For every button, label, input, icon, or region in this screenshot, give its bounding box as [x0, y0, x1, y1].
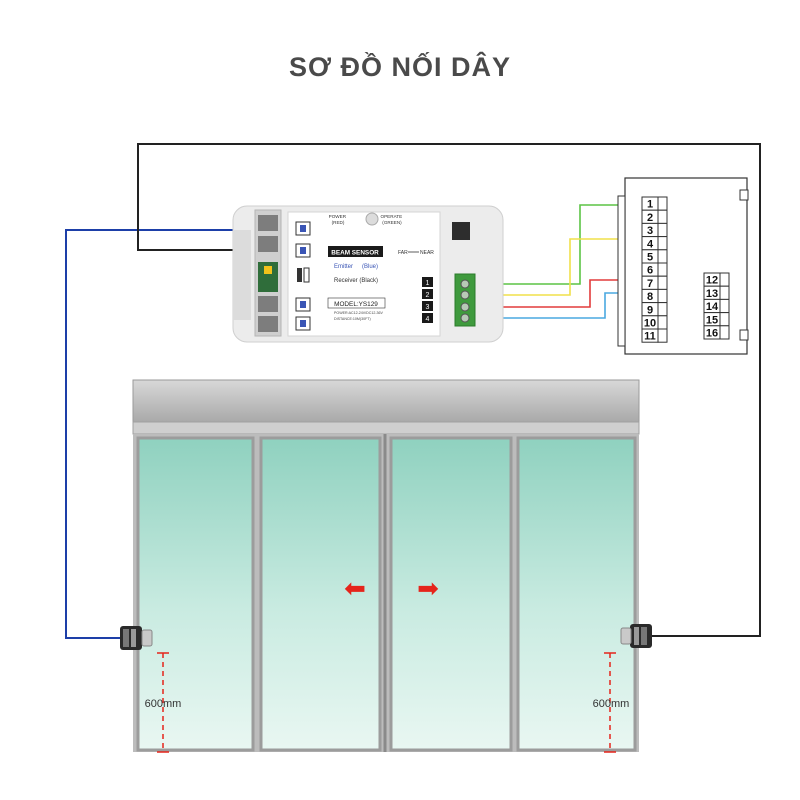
door-track	[132, 421, 640, 435]
terminal-screw-13	[719, 285, 730, 300]
terminal-screw-4	[657, 236, 668, 251]
arrow-right-icon: ➡	[417, 573, 439, 603]
model-badge	[327, 297, 386, 309]
sliding-door	[132, 379, 640, 752]
terminal-number-14: 14	[706, 301, 719, 313]
power-label: POWER (RED)	[329, 214, 348, 225]
sensor-controller	[232, 205, 504, 343]
terminal-screw-11	[657, 328, 668, 343]
output-label-4: 4	[426, 316, 430, 323]
terminal-screw-9	[657, 302, 668, 317]
terminal-screw-14	[719, 298, 730, 314]
receiver-head-icon	[620, 624, 652, 648]
terminal-screw-5	[657, 249, 668, 264]
terminal-screw-7	[657, 275, 668, 290]
operate-label: OPERATE (GREEN)	[381, 214, 404, 225]
height-marker-right	[604, 652, 616, 753]
port-icon-emitter-1	[295, 221, 311, 236]
power-label-line: POWER	[329, 214, 347, 219]
output-terminal-labels: 1 2 3 4	[422, 277, 433, 323]
terminal-screw-8	[657, 288, 668, 304]
terminal-screw-16	[719, 325, 730, 340]
terminal-number-3: 3	[647, 225, 653, 237]
terminal-screw-10	[657, 315, 668, 330]
terminal-connector	[454, 273, 476, 327]
terminal-screw-1	[657, 196, 668, 211]
far-label: FAR	[398, 250, 408, 256]
dip-switch-icon	[452, 222, 470, 240]
terminal-screw-6	[657, 262, 668, 277]
terminal-number-11: 11	[644, 331, 656, 343]
receiver-label: Receiver (Black)	[334, 278, 378, 284]
terminal-number-8: 8	[647, 291, 653, 303]
terminal-number-1: 1	[647, 199, 653, 211]
fixed-panel-left	[136, 436, 255, 752]
power-led-icon	[365, 212, 379, 226]
arrow-left-icon: ⬅	[344, 573, 366, 603]
operate-label-line2: (GREEN)	[382, 220, 402, 225]
sliding-panel-left	[259, 436, 382, 752]
door-header	[132, 379, 640, 423]
terminal-number-2: 2	[647, 212, 653, 224]
near-label: NEAR	[420, 250, 434, 256]
output-label-1: 1	[426, 280, 430, 287]
terminal-number-6: 6	[647, 265, 653, 277]
height-label-right: 600mm	[593, 698, 630, 710]
emitter-head-icon	[120, 626, 153, 650]
model-label: MODEL:YS129	[334, 301, 378, 308]
port-icon-receiver-1	[295, 297, 311, 312]
terminal-screw-15	[719, 312, 730, 327]
sensor-label-panel	[287, 211, 441, 337]
port-icon-emitter-2	[295, 243, 311, 258]
terminal-number-15: 15	[706, 314, 718, 326]
terminal-number-7: 7	[647, 278, 653, 290]
brand-badge	[328, 246, 383, 257]
terminal-number-9: 9	[647, 304, 653, 316]
terminal-number-5: 5	[647, 252, 653, 264]
brand-label: BEAM SENSOR	[331, 250, 379, 257]
terminal-number-4: 4	[647, 238, 654, 250]
power-spec: POWER:AC12-24V/DC12-36V	[334, 311, 384, 315]
terminal-screw-2	[657, 209, 668, 224]
jumper-icon	[297, 267, 310, 283]
emitter-color-label: (Blue)	[362, 264, 378, 270]
output-label-3: 3	[426, 304, 430, 311]
sliding-panel-right	[389, 436, 513, 752]
terminal-number-16: 16	[706, 328, 718, 340]
fixed-panel-right	[516, 436, 637, 752]
diagram-title: SƠ ĐỒ NỐI DÂY	[288, 52, 512, 82]
output-label-2: 2	[426, 292, 430, 299]
terminal-number-12: 12	[706, 275, 718, 287]
terminal-screw-3	[657, 222, 668, 238]
receiver-wire	[137, 143, 761, 637]
terminal-number-13: 13	[706, 288, 718, 300]
distance-spec: DISTANCE:10M(30FT)	[334, 317, 371, 321]
wire-yellow	[475, 238, 656, 296]
terminal-screw-12	[719, 272, 730, 287]
emitter-label: Emitter	[334, 264, 353, 270]
operate-label-line: OPERATE	[381, 214, 403, 219]
port-icon-receiver-2	[295, 316, 311, 331]
terminal-number-10: 10	[644, 318, 656, 330]
height-marker-left	[157, 652, 169, 753]
height-label-left: 600mm	[145, 698, 182, 710]
power-label-line2: (RED)	[332, 220, 345, 225]
emitter-wire	[65, 229, 258, 639]
